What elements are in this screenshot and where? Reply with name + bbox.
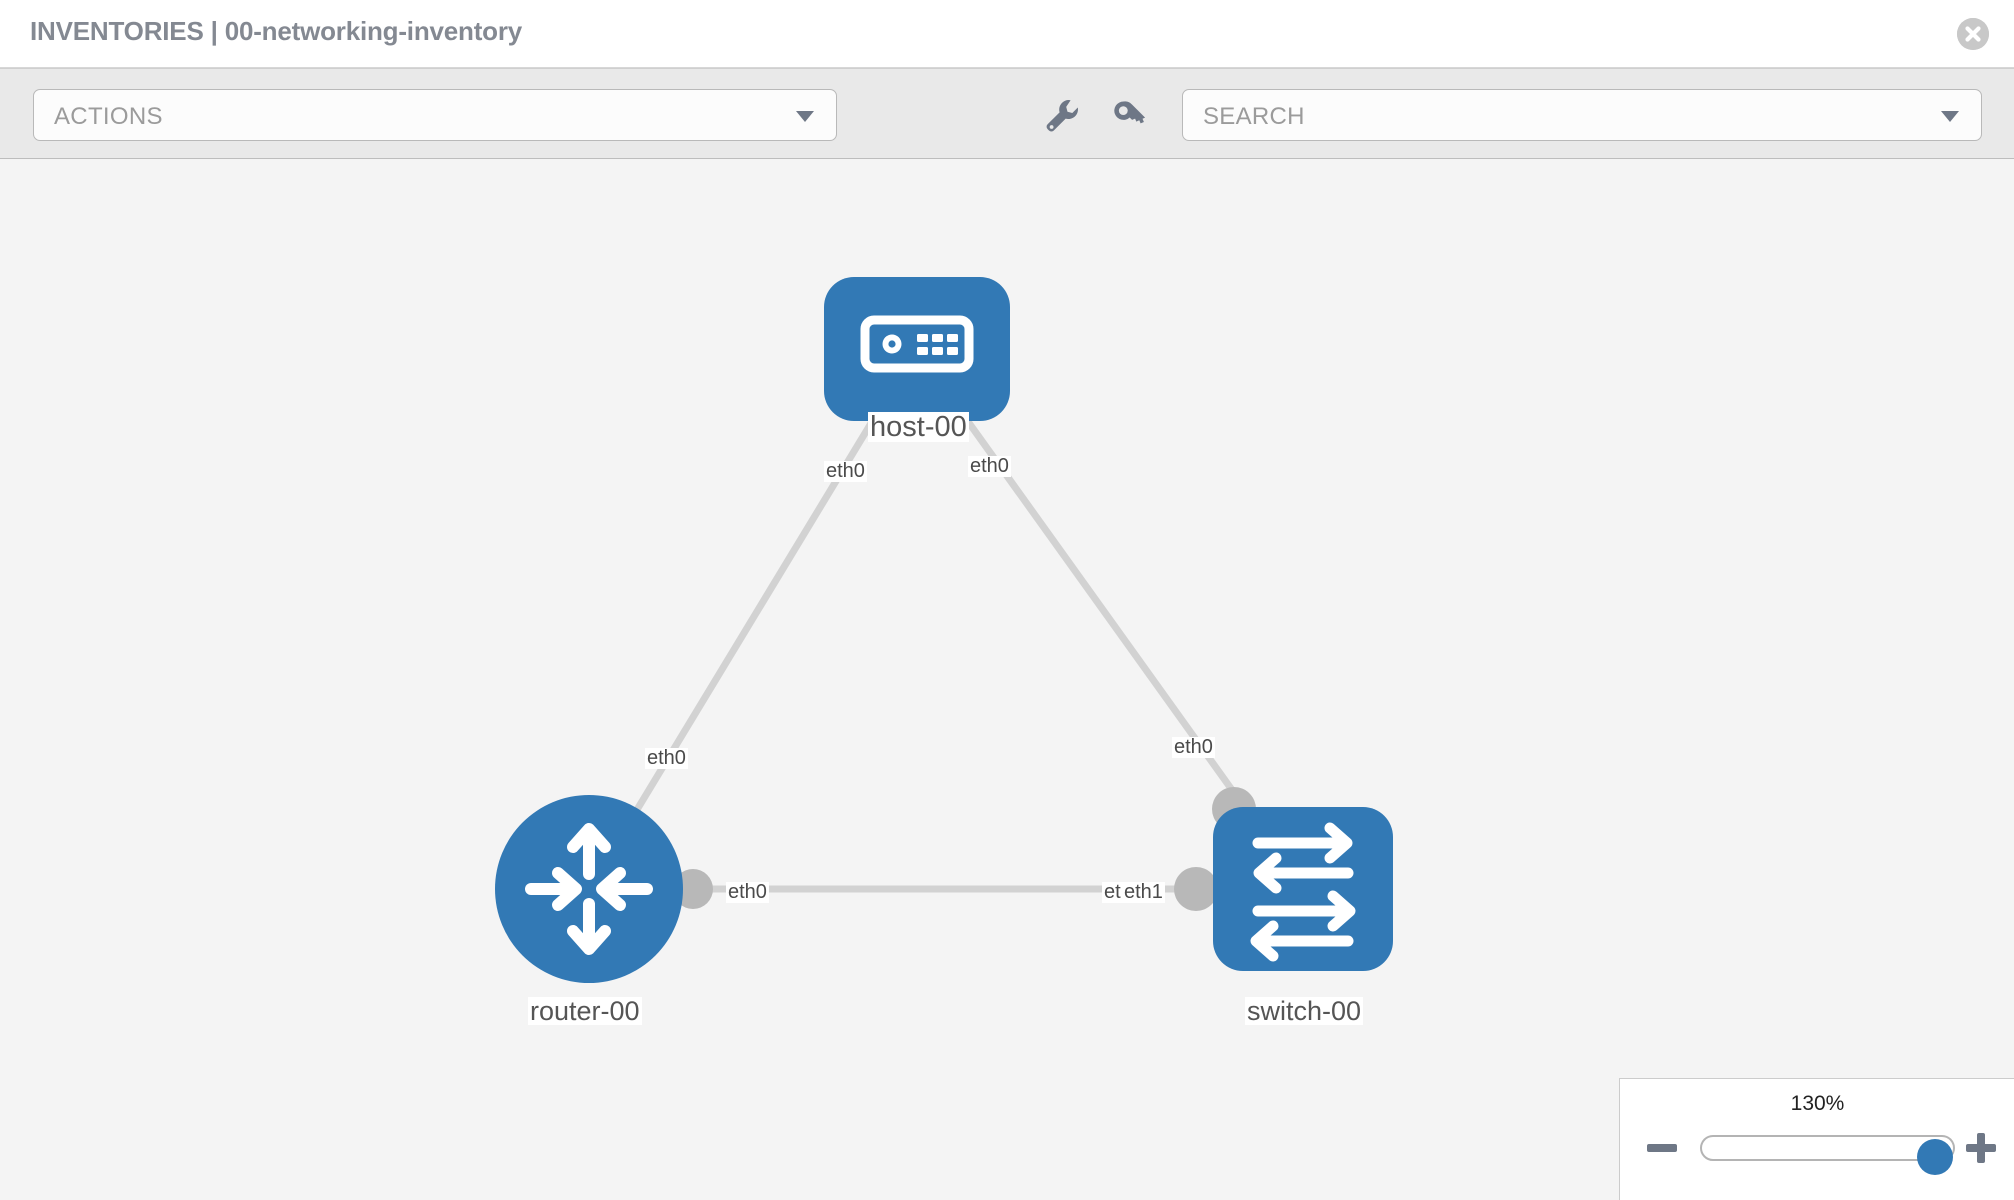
edge-label-switch-left-a: et	[1102, 881, 1123, 903]
edge-label-switch-left-b: eth1	[1122, 881, 1165, 903]
server-icon	[860, 315, 974, 373]
router-icon	[525, 823, 653, 955]
actions-dropdown[interactable]: ACTIONS	[33, 89, 837, 141]
zoom-slider-thumb[interactable]	[1917, 1139, 1953, 1175]
page-title: INVENTORIES | 00-networking-inventory	[30, 16, 523, 46]
topology-canvas[interactable]: host-00 router-00 switch-00 eth0 eth0 et…	[0, 159, 2014, 1200]
node-router-00	[495, 795, 683, 983]
node-label-host: host-00	[868, 411, 969, 443]
search-placeholder-label: SEARCH	[1203, 103, 1305, 130]
topology-graph	[495, 277, 1393, 983]
toolbar: ACTIONS SEARCH	[0, 68, 2014, 159]
zoom-control-panel: 130%	[1619, 1078, 2014, 1200]
chevron-down-icon	[796, 111, 814, 122]
key-icon[interactable]	[1105, 91, 1153, 139]
edge-label-host-right: eth0	[968, 455, 1011, 477]
wrench-icon[interactable]	[1037, 91, 1085, 139]
connector-layer	[597, 382, 1256, 911]
search-input[interactable]: SEARCH	[1182, 89, 1982, 141]
edge-label-router-up: eth0	[645, 747, 688, 769]
zoom-level-label: 130%	[1790, 1092, 1845, 1115]
chevron-down-icon	[1941, 111, 1959, 122]
connector-router-right	[673, 869, 713, 909]
edge-label-switch-up: eth0	[1172, 736, 1215, 758]
node-host-00	[824, 277, 1010, 421]
close-icon[interactable]	[1957, 18, 1989, 50]
edge-host-router	[586, 347, 919, 891]
edge-label-host-left: eth0	[824, 460, 867, 482]
page-header: INVENTORIES | 00-networking-inventory	[0, 0, 2014, 68]
node-switch-00	[1213, 807, 1393, 971]
zoom-in-button[interactable]	[1961, 1127, 2001, 1169]
node-label-router: router-00	[528, 996, 642, 1026]
connector-switch-left	[1174, 867, 1218, 911]
actions-dropdown-label: ACTIONS	[54, 103, 163, 130]
switch-icon	[1250, 822, 1356, 962]
zoom-slider[interactable]	[1700, 1135, 1955, 1175]
edge-label-router-right: eth0	[726, 881, 769, 903]
node-label-switch: switch-00	[1245, 996, 1364, 1026]
zoom-slider-row	[1620, 1127, 2014, 1175]
zoom-out-button[interactable]	[1642, 1127, 1682, 1169]
